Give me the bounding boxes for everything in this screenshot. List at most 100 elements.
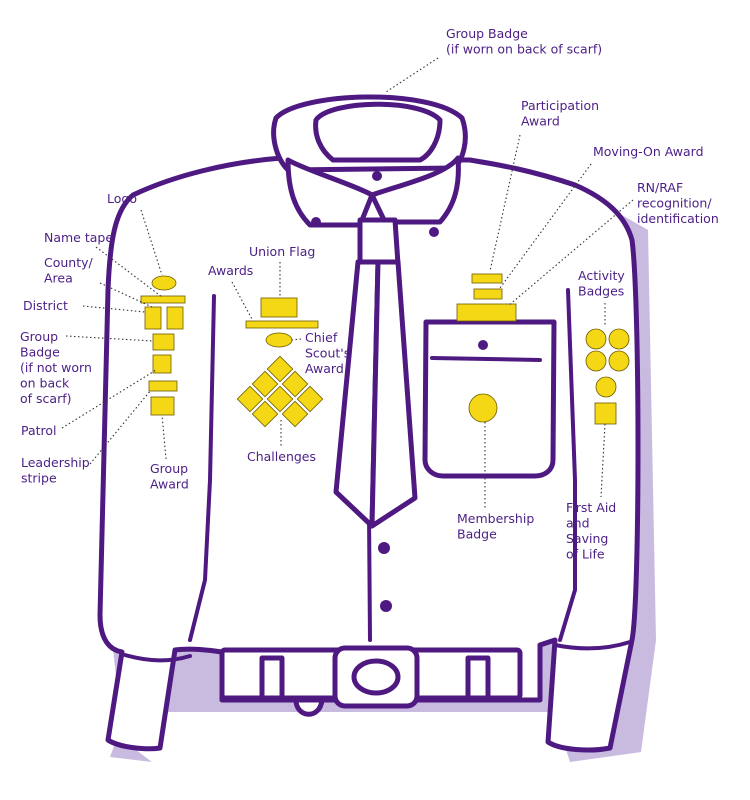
challenge-badge bbox=[251, 400, 279, 428]
badge-rn-raf bbox=[456, 303, 517, 322]
challenge-badge bbox=[266, 385, 294, 413]
left-sleeve-badges bbox=[140, 275, 186, 416]
collar-button-top bbox=[372, 171, 382, 181]
label-line: (if not worn bbox=[20, 360, 92, 375]
label-line: Activity bbox=[578, 268, 625, 283]
pocket-button bbox=[478, 340, 488, 350]
label-line: Logo bbox=[107, 191, 137, 206]
label-group-badge-back: Group Badge(if worn on back of scarf) bbox=[446, 26, 602, 57]
activity-badge bbox=[595, 376, 617, 398]
challenge-badge bbox=[281, 370, 309, 398]
collar-button-right bbox=[429, 227, 439, 237]
right-cuff-line bbox=[553, 640, 632, 651]
scarf-knot bbox=[357, 217, 401, 267]
badge-group bbox=[152, 333, 175, 351]
belt bbox=[219, 645, 523, 717]
label-line: of Life bbox=[566, 547, 605, 562]
badge-leadership-stripe bbox=[148, 380, 178, 392]
badge-moving-on-award bbox=[473, 288, 503, 300]
label-awards: Awards bbox=[208, 263, 253, 278]
label-line: Group bbox=[20, 329, 58, 344]
badge-awards-bar bbox=[245, 320, 319, 329]
badge-name-tape bbox=[140, 295, 186, 304]
badge-group-award bbox=[150, 396, 175, 416]
label-union-flag: Union Flag bbox=[249, 244, 315, 259]
badge-chief-scouts-award bbox=[265, 332, 293, 348]
label-patrol: Patrol bbox=[21, 423, 57, 438]
leader-name-tape bbox=[95, 246, 163, 298]
label-line: Group Badge bbox=[446, 26, 528, 41]
leader-first-aid bbox=[600, 423, 606, 498]
leader-group-badge-front bbox=[65, 335, 154, 342]
activity-badge bbox=[608, 350, 630, 372]
collar-right-flap bbox=[369, 155, 461, 225]
badge-patrol bbox=[152, 354, 172, 374]
badge-union-flag bbox=[260, 297, 298, 318]
label-logo: Logo bbox=[107, 191, 137, 206]
badge-participation-award bbox=[471, 273, 503, 284]
collar-inner bbox=[313, 101, 443, 163]
belt-buckle-centre bbox=[351, 658, 401, 696]
leader-group-badge-back bbox=[385, 57, 439, 93]
label-line: Badge bbox=[457, 527, 497, 542]
label-name-tape: Name tape bbox=[44, 230, 113, 245]
label-line: Participation bbox=[521, 98, 599, 113]
belt-toggle bbox=[293, 697, 325, 717]
label-line: Membership bbox=[457, 511, 534, 526]
belt-loop-right bbox=[465, 655, 491, 701]
badge-county bbox=[144, 306, 162, 330]
right-sleeve-badges bbox=[585, 328, 630, 425]
leader-county bbox=[99, 282, 153, 308]
label-county-area: County/Area bbox=[44, 255, 94, 286]
label-line: Patrol bbox=[21, 423, 57, 438]
badge-district bbox=[166, 306, 184, 330]
leader-participation-award bbox=[489, 134, 521, 272]
label-line: RN/RAF bbox=[637, 180, 683, 195]
label-line: and bbox=[566, 516, 590, 531]
right-sleeve-seam bbox=[558, 288, 577, 642]
challenge-badge bbox=[296, 385, 324, 413]
belt-loop-left bbox=[259, 655, 285, 701]
label-line: Award bbox=[521, 114, 560, 129]
left-cuff-line bbox=[123, 653, 192, 663]
label-line: County/ bbox=[44, 255, 94, 270]
leader-chief-scouts-award bbox=[291, 338, 302, 341]
label-line: Award bbox=[150, 477, 189, 492]
collar-button-left bbox=[311, 217, 321, 227]
label-line: identification bbox=[637, 211, 719, 226]
challenge-badge bbox=[281, 400, 309, 428]
label-line: Leadership bbox=[21, 455, 90, 470]
label-line: Awards bbox=[208, 263, 253, 278]
leader-group-award bbox=[161, 414, 167, 460]
collar bbox=[271, 94, 468, 237]
leader-awards bbox=[231, 281, 254, 322]
label-line: recognition/ bbox=[637, 196, 712, 211]
label-line: Union Flag bbox=[249, 244, 315, 259]
label-line: on back bbox=[20, 376, 70, 391]
collar-left-flap bbox=[285, 157, 375, 228]
label-line: First Aid bbox=[566, 500, 616, 515]
challenge-badge bbox=[251, 370, 279, 398]
left-sleeve-seam bbox=[188, 294, 216, 642]
leader-rn-raf bbox=[507, 199, 634, 307]
label-line: (if worn on back of scarf) bbox=[446, 42, 602, 57]
scarf bbox=[333, 217, 418, 529]
scarf-tail-right bbox=[369, 259, 418, 529]
badge-membership bbox=[468, 393, 498, 423]
left-chest-badges bbox=[236, 297, 324, 428]
shirt-button-1 bbox=[378, 542, 390, 554]
label-district: District bbox=[23, 298, 68, 313]
leader-moving-on-award bbox=[499, 163, 592, 289]
label-line: Award bbox=[305, 361, 344, 376]
label-line: District bbox=[23, 298, 68, 313]
label-moving-on-award: Moving-On Award bbox=[593, 144, 704, 159]
